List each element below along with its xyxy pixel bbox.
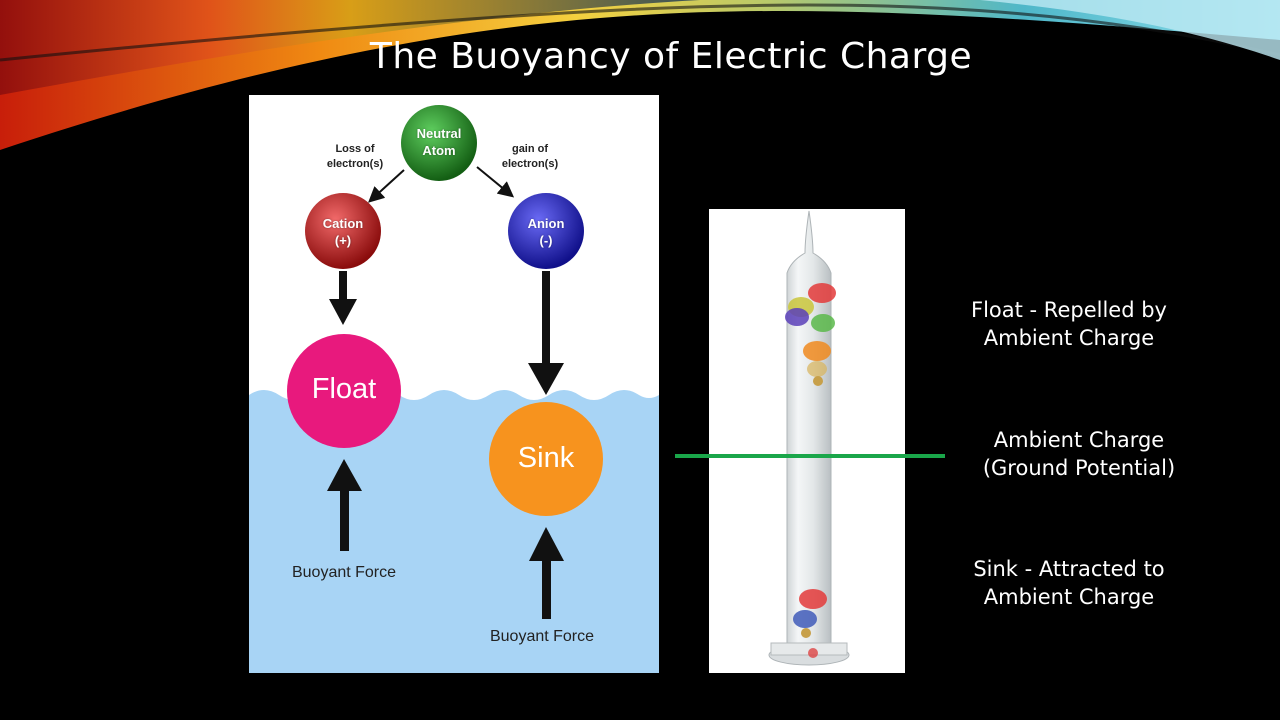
buoyant-arrow-left (327, 459, 362, 491)
anion-down-arrow (528, 363, 564, 395)
neutral-atom-label: Neutral Atom (416, 126, 462, 158)
galileo-thermometer-photo (709, 209, 905, 673)
ground-potential-line (675, 454, 945, 458)
ion-buoyancy-diagram: Loss of electron(s) gain of electron(s) … (249, 95, 659, 673)
decorative-banner (0, 0, 1280, 150)
sink-ball (489, 402, 603, 516)
anion-ball (508, 193, 584, 269)
cation-ball (305, 193, 381, 269)
gain-of-electrons-label: gain of electron(s) (501, 143, 559, 170)
loss-arrow (368, 169, 405, 203)
sink-attracted-label: Sink - Attracted to Ambient Charge (973, 557, 1165, 609)
thermometer-graphic (768, 210, 850, 666)
loss-of-electrons-label: Loss of electron(s) (326, 143, 384, 170)
diagram-graphics (249, 105, 659, 673)
cation-label: Cation (+) (322, 216, 364, 248)
cation-down-arrow (329, 299, 357, 325)
sink-label: Sink (517, 442, 575, 474)
float-ball (287, 334, 401, 448)
buoyant-arrow-right (529, 527, 564, 561)
neutral-atom-ball (401, 105, 477, 181)
ambient-charge-label: Ambient Charge (Ground Potential) (982, 428, 1176, 480)
buoyant-force-left-label: Buoyant Force (291, 564, 397, 581)
buoyant-force-right-label: Buoyant Force (489, 628, 595, 645)
float-repelled-label: Float - Repelled by Ambient Charge (971, 298, 1167, 350)
gain-arrow (476, 166, 515, 198)
float-label: Float (311, 373, 377, 405)
slide-title: The Buoyancy of Electric Charge (369, 36, 973, 77)
anion-label: Anion (-) (527, 216, 565, 248)
